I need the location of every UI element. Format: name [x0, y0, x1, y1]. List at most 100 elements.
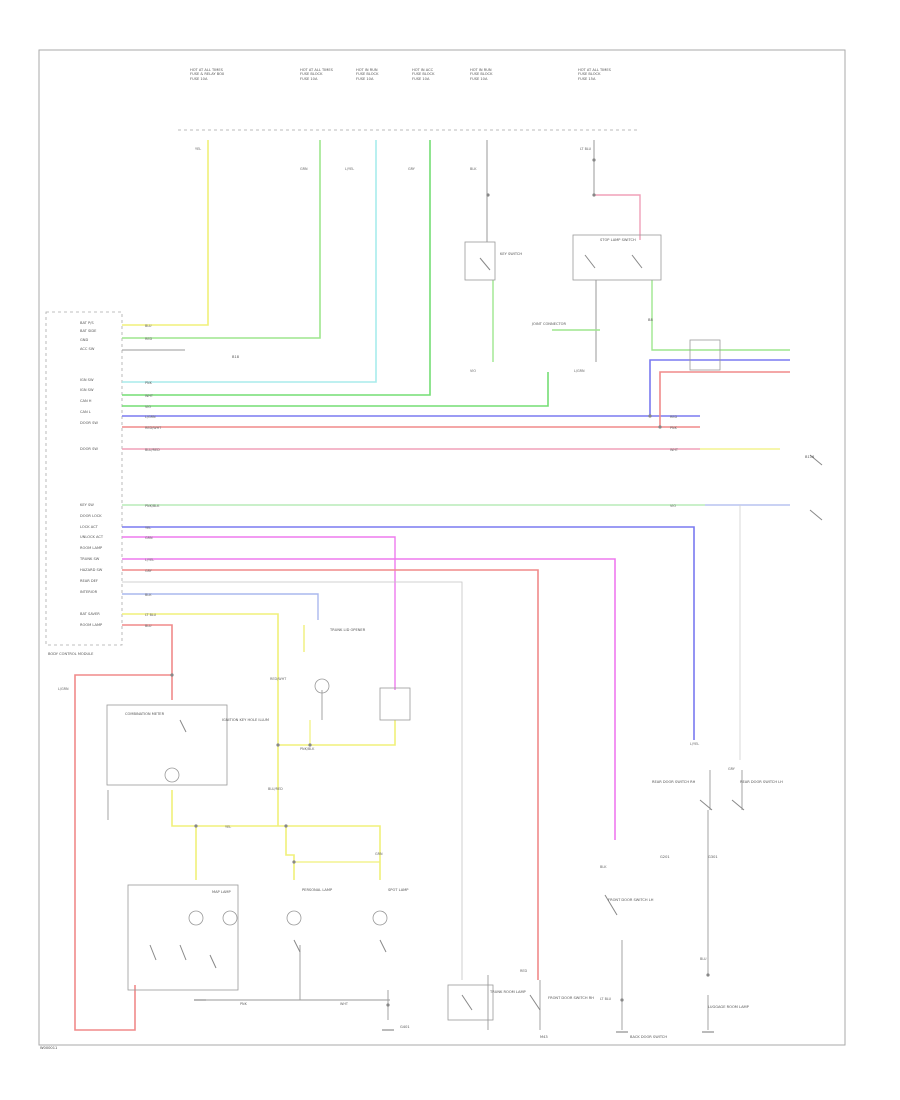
switch-symbols: [149, 254, 823, 1011]
bcm-pin-label: IGN SW: [80, 388, 94, 392]
wire-ltblue-2: [122, 593, 319, 620]
wire-code-label: BLK: [470, 167, 477, 171]
bcm-pin-label: IGN SW: [80, 378, 94, 382]
component-label: B116: [805, 455, 815, 459]
component-label: FRONT DOOR SWITCH RH: [548, 996, 594, 1000]
bcm-module-box: [45, 311, 123, 646]
wire-magenta-1: [122, 536, 396, 690]
fuse-label-4: HOT IN ACC FUSE BLOCK FUSE 10A: [412, 68, 435, 81]
wire-code-label: BLU/RED: [268, 787, 283, 791]
wire-code-label: PNK: [240, 1002, 248, 1006]
wire-code-label: GRY: [408, 167, 416, 171]
wire-green-5: [651, 280, 790, 351]
wire-cyan-1: [122, 140, 377, 383]
lamp-bulbs: [164, 678, 388, 926]
wire-yellow-8: [285, 826, 295, 880]
diagram-border: [38, 49, 846, 1046]
ground-symbols: [194, 999, 714, 1033]
wire-code-label: BLK: [145, 593, 152, 597]
bcm-pin-label: LOCK ACT: [80, 525, 98, 529]
wire-code-label: GRN: [145, 536, 153, 540]
wire-code-label: GRY: [728, 767, 736, 771]
wire-green-2: [122, 140, 431, 396]
bcm-pin-label: ACC SW: [80, 347, 95, 351]
bcm-pin-label: ROOM LAMP: [80, 623, 103, 627]
page-code: W000011: [40, 1046, 58, 1050]
wire-code-label: BLU/RED: [145, 448, 160, 452]
component-label: JOINT CONNECTOR: [532, 322, 566, 326]
wire-code-label: PNK: [145, 381, 153, 385]
wire-code-label: L/GRN: [58, 687, 69, 691]
bcm-pin-label: GND: [80, 338, 89, 342]
wire-code-label: YEL: [145, 526, 151, 530]
wire-yellow-6: [171, 790, 381, 880]
ground-lines: [107, 349, 743, 1030]
bcm-pin-label: BAT P/S: [80, 321, 94, 325]
wire-green-1: [122, 140, 321, 339]
wire-blue-2: [122, 526, 695, 740]
bcm-pin-label: CAN L: [80, 410, 91, 414]
wire-code-label: YEL: [225, 825, 231, 829]
wire-code-label: LT BLU: [145, 613, 157, 617]
wire-code-label: VIO: [670, 504, 676, 508]
wire-code-label: GRN: [300, 167, 308, 171]
component-label: KEY SWITCH: [500, 252, 523, 256]
component-label: M43: [540, 1035, 548, 1039]
wire-code-label: L/YEL: [345, 167, 354, 171]
component-boxes: [106, 234, 721, 1021]
component-label: COMBINATION METER: [125, 712, 165, 716]
wire-code-label: RED: [670, 415, 677, 419]
wire-code-label: BLU: [700, 957, 707, 961]
fuse-label-2: HOT AT ALL TIMES FUSE BLOCK FUSE 10A: [300, 68, 333, 81]
bcm-module-label: BODY CONTROL MODULE: [48, 652, 94, 656]
fuse-block-b: [689, 339, 721, 371]
personal-lamp-box: [127, 884, 239, 991]
wire-code-label: PNK/BLK: [145, 504, 160, 508]
trunk-lamp-box: [447, 984, 494, 1021]
fuse-label-6: HOT AT ALL TIMES FUSE BLOCK FUSE 15A: [578, 68, 611, 81]
wire-yellow-1: [122, 140, 209, 326]
stop-lamp-switch-box: [572, 234, 662, 281]
wire-code-label: LT BLU: [600, 997, 612, 1001]
wire-code-label: WHT: [670, 448, 679, 452]
bcm-pin-label: INTERIOR: [80, 590, 98, 594]
bcm-pin-label: CAN H: [80, 399, 92, 403]
fuse-label-5: HOT IN RUN FUSE BLOCK FUSE 10A: [470, 68, 493, 81]
component-label: G301: [708, 855, 718, 859]
wire-red-2: [122, 569, 539, 980]
component-label: BACK DOOR SWITCH: [630, 1035, 668, 1039]
fuse-label-1: HOT AT ALL TIMES FUSE & RELAY BOX FUSE 1…: [190, 68, 225, 81]
component-label: G401: [400, 1025, 410, 1029]
wire-code-label: VIO: [470, 369, 476, 373]
wire-code-label: WHT: [145, 394, 154, 398]
wire-yellow-4: [278, 720, 396, 746]
connector-dots: [170, 158, 710, 1007]
bcm-pin-label: BAT SAVER: [80, 612, 100, 616]
wire-red-3: [74, 624, 173, 1031]
fuse-label-3: HOT IN RUN FUSE BLOCK FUSE 10A: [356, 68, 379, 81]
key-switch-box: [464, 241, 496, 281]
wire-code-label: RED/WHT: [270, 677, 287, 681]
wire-code-label: VIO: [145, 405, 151, 409]
wire-code-label: PNK/BLK: [300, 747, 315, 751]
wire-magenta-2: [122, 558, 616, 840]
wire-code-label: L/YEL: [145, 558, 154, 562]
component-label: SPOT LAMP: [388, 888, 409, 892]
wire-code-label: RED: [520, 969, 527, 973]
wire-code-label: GRY: [145, 569, 153, 573]
bcm-pin-label: KEY SW: [80, 503, 94, 507]
wire-code-label: WHT: [340, 1002, 349, 1006]
wire-code-label: BLK: [600, 865, 607, 869]
bcm-pin-label: ROOM LAMP: [80, 546, 103, 550]
wire-code-labels: YEL GRN L/YEL GRY BLK LT BLU BLU RED PNK WHT VIO L/…: [58, 147, 736, 1006]
component-label: B18: [232, 355, 240, 359]
bcm-pin-label: REAR DEF: [80, 579, 98, 583]
combination-meter-box: [106, 704, 228, 786]
bcm-pin-label: DOOR LOCK: [80, 514, 102, 518]
wire-code-label: BLU: [145, 624, 152, 628]
wire-green-4: [122, 372, 549, 407]
component-label: REAR DOOR SWITCH RH: [652, 780, 696, 784]
component-label: G201: [660, 855, 670, 859]
wire-code-label: PNK: [670, 426, 678, 430]
